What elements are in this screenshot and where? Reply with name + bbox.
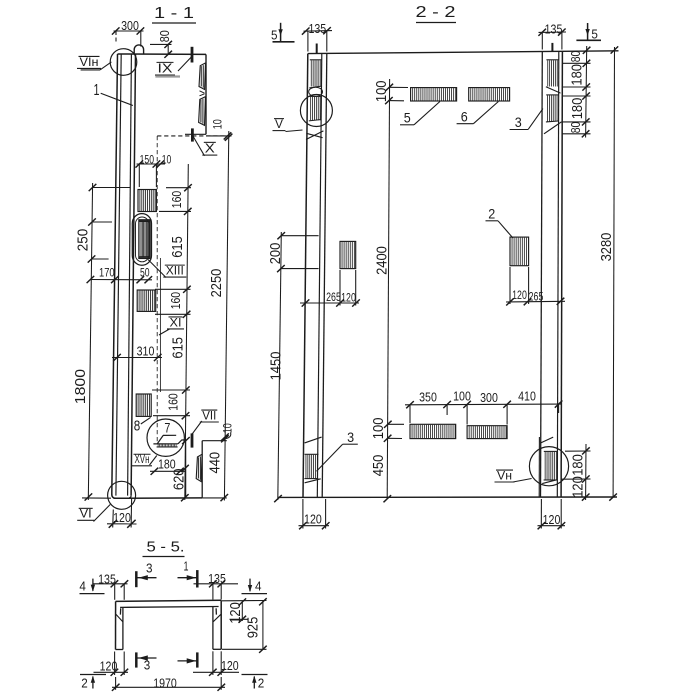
svg-text:8: 8 xyxy=(134,418,141,435)
svg-text:450: 450 xyxy=(371,455,387,477)
svg-text:10: 10 xyxy=(162,154,172,166)
svg-text:120: 120 xyxy=(543,513,561,527)
svg-text:180: 180 xyxy=(158,458,176,472)
svg-text:1800: 1800 xyxy=(72,369,89,404)
svg-text:4: 4 xyxy=(255,579,262,594)
svg-text:2: 2 xyxy=(258,676,265,691)
svg-text:440: 440 xyxy=(208,452,224,474)
svg-text:3280: 3280 xyxy=(599,233,615,262)
svg-text:5: 5 xyxy=(404,109,411,125)
svg-text:VI: VI xyxy=(80,507,92,521)
svg-text:265: 265 xyxy=(326,292,341,304)
svg-text:VIн: VIн xyxy=(80,55,99,69)
svg-text:6: 6 xyxy=(461,108,468,124)
svg-text:3: 3 xyxy=(144,658,151,673)
svg-text:160: 160 xyxy=(168,292,183,309)
svg-text:IX: IX xyxy=(158,61,173,76)
svg-text:120: 120 xyxy=(100,660,118,674)
svg-text:1450: 1450 xyxy=(268,352,284,381)
svg-text:300: 300 xyxy=(121,19,139,33)
svg-text:135: 135 xyxy=(545,22,563,36)
svg-text:135: 135 xyxy=(208,572,226,586)
svg-text:350: 350 xyxy=(419,390,437,404)
svg-text:80: 80 xyxy=(568,122,583,134)
svg-text:2: 2 xyxy=(488,205,495,221)
svg-text:5 - 5.: 5 - 5. xyxy=(147,539,185,556)
svg-text:120: 120 xyxy=(304,513,322,527)
svg-text:2 - 2: 2 - 2 xyxy=(416,4,456,21)
svg-text:1: 1 xyxy=(184,559,189,574)
svg-text:Vн: Vн xyxy=(497,468,512,482)
svg-text:615: 615 xyxy=(170,337,186,359)
svg-text:135: 135 xyxy=(308,22,326,36)
svg-text:50: 50 xyxy=(140,267,150,279)
svg-text:135: 135 xyxy=(98,573,116,587)
svg-text:5: 5 xyxy=(591,27,598,42)
svg-text:XVн: XVн xyxy=(135,454,150,466)
svg-text:4: 4 xyxy=(79,579,86,594)
svg-text:3: 3 xyxy=(146,560,153,575)
svg-text:925: 925 xyxy=(246,617,262,639)
svg-text:XIII: XIII xyxy=(166,264,184,278)
svg-text:100: 100 xyxy=(371,418,387,440)
svg-text:620: 620 xyxy=(171,469,187,491)
svg-text:V: V xyxy=(275,117,283,131)
svg-text:170: 170 xyxy=(99,266,115,280)
svg-text:615: 615 xyxy=(170,236,186,258)
svg-text:3: 3 xyxy=(347,429,354,445)
svg-text:100: 100 xyxy=(374,81,390,103)
svg-text:120: 120 xyxy=(512,290,527,302)
svg-text:7: 7 xyxy=(164,420,170,436)
svg-text:300: 300 xyxy=(480,391,498,405)
svg-text:100: 100 xyxy=(453,390,471,404)
svg-text:120: 120 xyxy=(341,292,356,304)
svg-text:10: 10 xyxy=(213,119,225,129)
svg-text:410: 410 xyxy=(518,390,536,404)
svg-text:1 - 1: 1 - 1 xyxy=(154,5,194,22)
svg-text:VII: VII xyxy=(202,408,216,422)
svg-text:120: 120 xyxy=(113,511,131,525)
svg-text:10: 10 xyxy=(223,423,235,433)
svg-text:80: 80 xyxy=(568,51,583,63)
svg-text:180: 180 xyxy=(570,64,586,86)
svg-text:2400: 2400 xyxy=(375,246,391,275)
svg-text:1: 1 xyxy=(94,82,100,99)
svg-text:XI: XI xyxy=(170,315,182,329)
svg-text:160: 160 xyxy=(165,393,180,410)
svg-text:3: 3 xyxy=(515,114,522,130)
svg-text:1970: 1970 xyxy=(153,676,177,690)
svg-text:80: 80 xyxy=(157,30,172,42)
svg-text:180: 180 xyxy=(571,454,587,476)
svg-text:120: 120 xyxy=(228,602,244,624)
svg-text:2250: 2250 xyxy=(209,269,225,298)
svg-text:2: 2 xyxy=(81,676,88,691)
svg-text:250: 250 xyxy=(74,229,91,252)
svg-text:180: 180 xyxy=(570,98,586,120)
svg-text:200: 200 xyxy=(268,243,284,265)
svg-text:5: 5 xyxy=(271,27,278,42)
svg-text:X: X xyxy=(205,141,215,156)
svg-text:120: 120 xyxy=(570,476,586,498)
svg-text:265: 265 xyxy=(529,291,544,303)
svg-text:160: 160 xyxy=(169,191,184,208)
svg-text:310: 310 xyxy=(137,344,155,358)
svg-text:150: 150 xyxy=(140,154,154,166)
